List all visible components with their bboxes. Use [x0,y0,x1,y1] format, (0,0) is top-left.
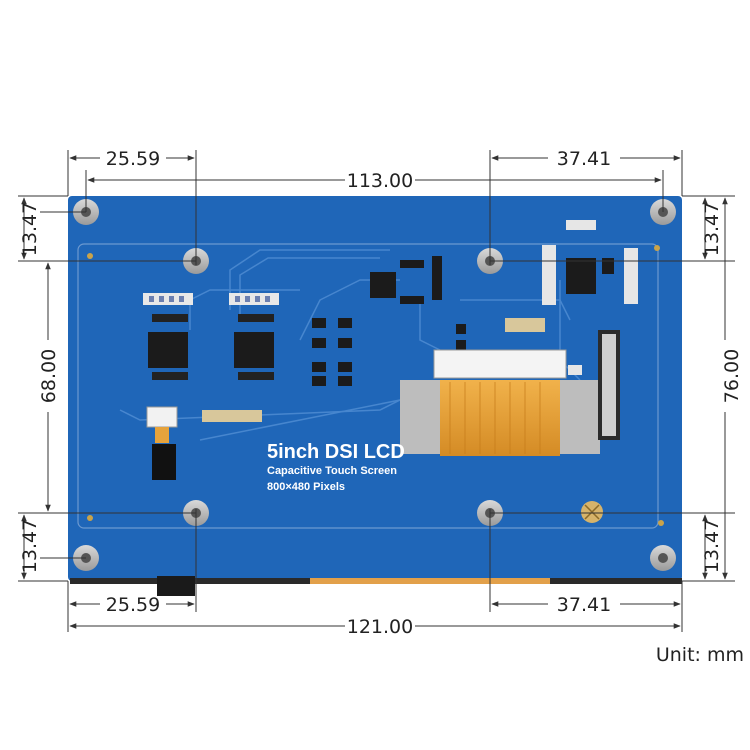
unit-label: Unit: mm [655,644,744,666]
dim-right-top: 13.47 [701,202,723,256]
panel-outline [77,243,659,529]
dim-left-top: 13.47 [19,202,41,256]
board-resolution: 800×480 Pixels [267,481,345,493]
bead-components [202,318,582,422]
lcd-board: 5inch DSI LCD Capacitive Touch Screen 80… [68,196,682,596]
board-subtitle: Capacitive Touch Screen [267,465,397,477]
top-right-chip-group [542,220,638,305]
dim-bottom-right: 37.41 [557,594,611,616]
dim-right-bottom: 13.47 [701,519,723,573]
dim-left-mid: 68.00 [38,349,60,403]
dimension-labels: 25.59 113.00 37.41 25.59 121.00 37.41 13… [19,148,743,638]
dim-top-width: 113.00 [347,170,413,192]
touch-connector [146,406,178,480]
dsi-connector [400,330,620,456]
board-title: 5inch DSI LCD [267,441,405,463]
dim-left-bottom: 13.47 [19,519,41,573]
pcb [68,196,682,581]
gold-vias [87,245,664,526]
dim-bottom-left: 25.59 [106,594,160,616]
passive-components [312,256,466,386]
dim-top-right: 37.41 [557,148,611,170]
dim-right-mid: 76.00 [721,349,743,403]
dim-bottom-width: 121.00 [347,616,413,638]
left-chip-group [143,293,193,380]
middle-chip-group [229,293,279,380]
dimension-lines [18,150,735,632]
bottom-flex-edge [310,578,550,584]
dim-top-left: 25.59 [106,148,160,170]
side-label-strip [157,576,195,596]
